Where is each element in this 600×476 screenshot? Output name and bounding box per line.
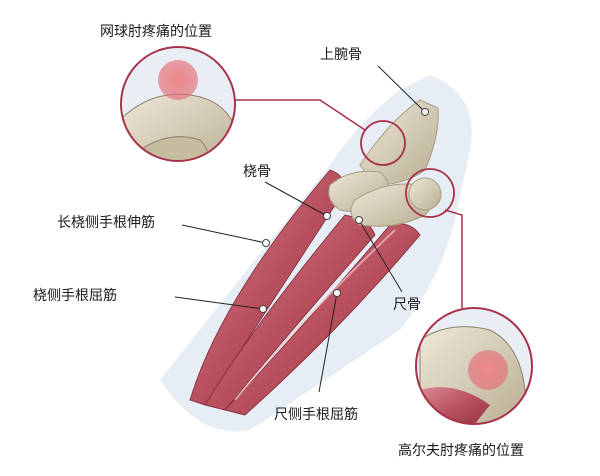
fcu-dot [333, 289, 341, 297]
humerus-dot [421, 108, 429, 116]
tennis-elbow-marker-ring [360, 120, 406, 166]
fcr-label: 桡侧手根屈筋 [33, 288, 117, 304]
fcu-leader [318, 292, 338, 393]
golfer-elbow-connector [444, 209, 463, 308]
tennis-elbow-label: 网球肘疼痛的位置 [100, 24, 212, 40]
ecrl-label: 长桡侧手根伸筋 [57, 215, 155, 231]
radius-leader [264, 181, 328, 217]
humerus-label: 上腕骨 [320, 47, 362, 63]
tennis-elbow-ring [120, 46, 236, 162]
radius-dot [323, 212, 331, 220]
ulna-dot [355, 216, 363, 224]
medial-epicondyle [408, 177, 442, 211]
fcr-leader [174, 296, 264, 310]
fcu-muscle [224, 223, 421, 416]
golfer-elbow-ring [415, 307, 533, 425]
golfer-elbow-label: 高尔夫肘疼痛的位置 [398, 443, 524, 459]
ecrl-leader [181, 224, 267, 244]
radius-label: 桡骨 [243, 164, 271, 180]
golfer-elbow-marker-ring [405, 168, 455, 218]
tennis-elbow-connector [235, 99, 366, 131]
fcr-dot [259, 305, 267, 313]
ulna-label: 尺骨 [393, 297, 421, 313]
humerus-leader [377, 65, 426, 113]
ecrl-dot [262, 239, 270, 247]
humerus-bone [359, 99, 439, 186]
golfer-elbow-zoom-content [419, 326, 526, 424]
ulna-leader [358, 219, 403, 293]
fcu-label: 尺侧手根屈筋 [274, 407, 358, 423]
muscle-stripe [234, 229, 396, 401]
